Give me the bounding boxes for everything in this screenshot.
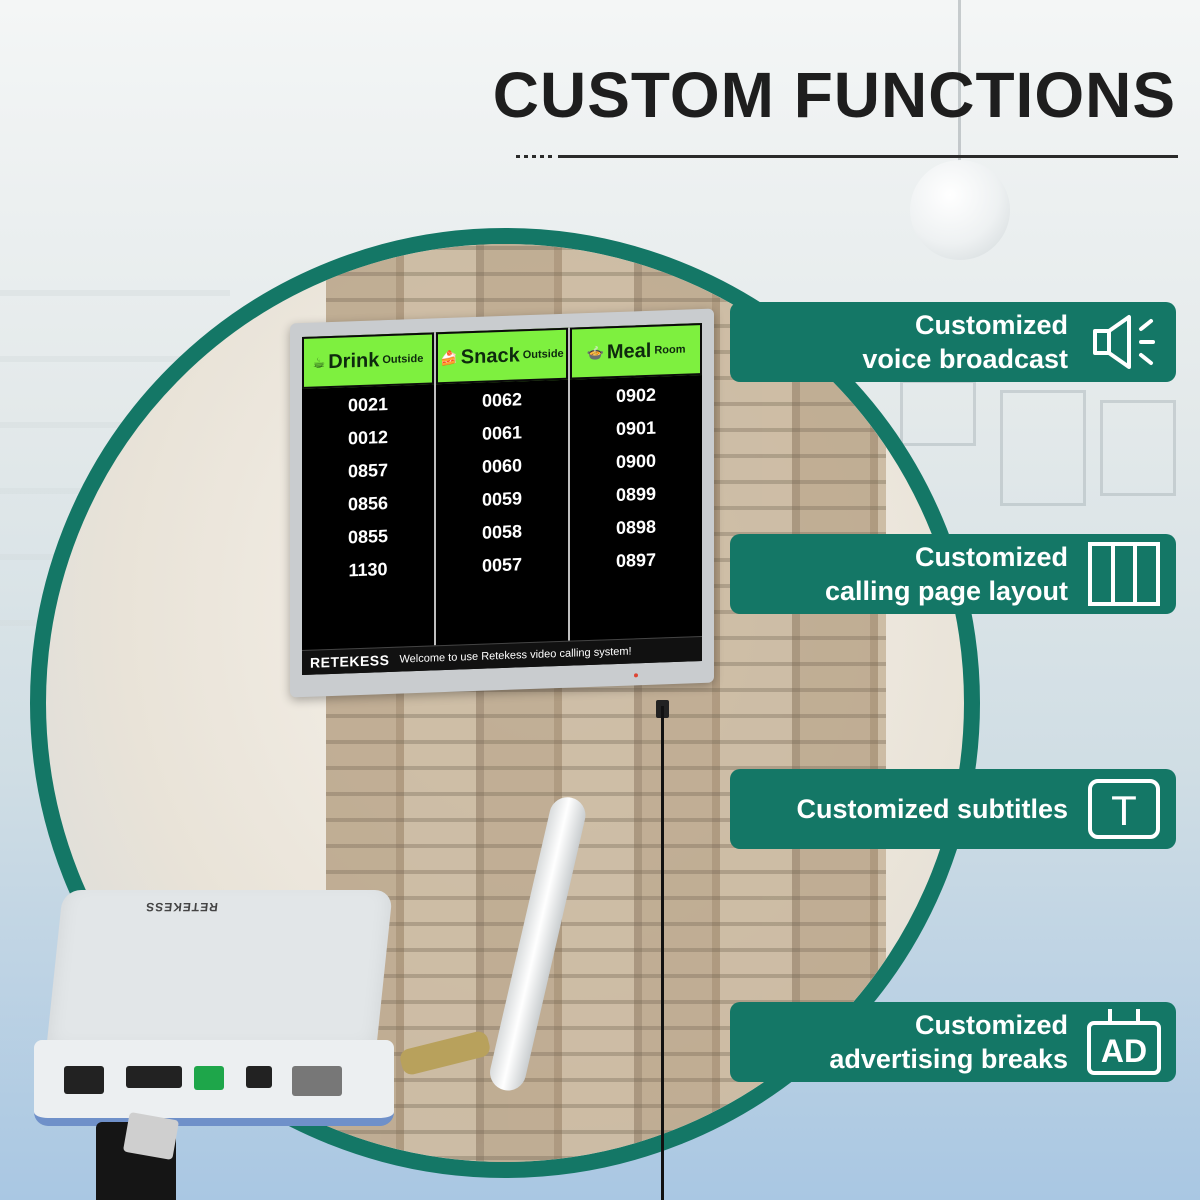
tv-power-led bbox=[634, 673, 638, 678]
tv-number: 0059 bbox=[481, 488, 523, 510]
tv-number: 0021 bbox=[347, 393, 389, 416]
tv-column-drink: ☕ Drink Outside 0021 0012 0857 0856 0855… bbox=[302, 332, 436, 650]
ad-icon: AD bbox=[1086, 1009, 1162, 1075]
feature-label: Customized calling page layout bbox=[825, 540, 1068, 608]
tv-column-header: 🍰 Snack Outside bbox=[436, 327, 568, 385]
audio-port bbox=[246, 1066, 272, 1088]
ethernet-port bbox=[292, 1066, 342, 1096]
feature-subtitles: Customized subtitles T bbox=[730, 769, 1176, 849]
tv-column-suffix: Outside bbox=[522, 347, 564, 362]
tv-number-list: 0021 0012 0857 0856 0855 1130 bbox=[348, 386, 388, 582]
tv-number: 1130 bbox=[348, 558, 388, 581]
tv-number: 0061 bbox=[481, 422, 523, 444]
tv-number: 0899 bbox=[615, 483, 657, 506]
power-cable bbox=[661, 706, 664, 1200]
tv-number-list: 0062 0061 0060 0059 0058 0057 bbox=[482, 381, 522, 577]
feature-label-line: calling page layout bbox=[824, 576, 1068, 606]
receiver-box: RETEKESS bbox=[34, 890, 394, 1130]
tv-number: 0900 bbox=[615, 450, 657, 473]
tv-logo: RETEKESS bbox=[310, 651, 390, 671]
title-underline bbox=[516, 155, 1178, 158]
speaker-icon bbox=[1086, 309, 1162, 375]
hdmi-port bbox=[126, 1066, 182, 1088]
feature-label-line: advertising breaks bbox=[829, 1044, 1068, 1074]
tv-screen: ☕ Drink Outside 0021 0012 0857 0856 0855… bbox=[302, 323, 702, 675]
background-picture-frame bbox=[1100, 400, 1176, 496]
page-title: CUSTOM FUNCTIONS bbox=[492, 59, 1176, 131]
tv-number-list: 0902 0901 0900 0899 0898 0897 bbox=[616, 377, 656, 573]
feature-label: Customized subtitles bbox=[796, 792, 1068, 826]
tv-marquee-text: Welcome to use Retekess video calling sy… bbox=[399, 645, 632, 666]
tv-number: 0012 bbox=[347, 426, 389, 449]
tv-column-snack: 🍰 Snack Outside 0062 0061 0060 0059 0058… bbox=[436, 327, 570, 646]
tv-number: 0902 bbox=[615, 384, 657, 407]
feature-list: Customized voice broadcast Customized ca… bbox=[730, 302, 1176, 1082]
cup-icon: ☕ bbox=[312, 353, 326, 371]
tv-column-name: Drink bbox=[328, 348, 380, 373]
title-underline-dots bbox=[516, 155, 552, 158]
feature-label-line: voice broadcast bbox=[862, 344, 1068, 374]
feature-advertising-breaks: Customized advertising breaks AD bbox=[730, 1002, 1176, 1082]
tv-number: 0060 bbox=[481, 455, 523, 477]
tv-column-suffix: Room bbox=[654, 343, 686, 357]
dc-power-port bbox=[64, 1066, 104, 1094]
feature-voice-broadcast: Customized voice broadcast bbox=[730, 302, 1176, 382]
text-t-icon: T bbox=[1086, 776, 1162, 842]
ad-icon-text: AD bbox=[1101, 1033, 1147, 1069]
feature-label-line: Customized bbox=[914, 310, 1068, 340]
feature-label: Customized voice broadcast bbox=[862, 308, 1068, 376]
feature-calling-page-layout: Customized calling page layout bbox=[730, 534, 1176, 614]
hdmi-connector bbox=[122, 1111, 180, 1161]
tv-column-header: ☕ Drink Outside bbox=[302, 332, 434, 389]
tv-number: 0057 bbox=[481, 554, 523, 576]
receiver-box-top: RETEKESS bbox=[45, 890, 393, 1060]
lamp-cord bbox=[958, 0, 961, 165]
tv-number: 0062 bbox=[481, 389, 523, 411]
layout-columns-icon bbox=[1086, 541, 1162, 607]
receiver-brand-label: RETEKESS bbox=[144, 900, 219, 914]
tv-number: 0857 bbox=[347, 459, 389, 482]
tv-number: 0856 bbox=[347, 492, 389, 515]
feature-label-line: Customized bbox=[914, 1010, 1068, 1040]
tv-number: 0901 bbox=[615, 417, 657, 440]
tv-number: 0898 bbox=[615, 516, 657, 539]
terminal-port bbox=[194, 1066, 224, 1090]
pendant-lamp bbox=[910, 160, 1010, 260]
tv-number: 0058 bbox=[481, 521, 523, 543]
subtitle-icon-letter: T bbox=[1111, 787, 1137, 834]
receiver-box-front bbox=[34, 1040, 394, 1126]
tv-column-header: 🍲 Meal Room bbox=[570, 323, 702, 380]
tv-column-meal: 🍲 Meal Room 0902 0901 0900 0899 0898 089… bbox=[570, 323, 702, 641]
feature-label-line: Customized bbox=[914, 542, 1068, 572]
tv-columns: ☕ Drink Outside 0021 0012 0857 0856 0855… bbox=[302, 323, 702, 650]
feature-label-line: Customized subtitles bbox=[796, 794, 1068, 824]
background-picture-frame bbox=[1000, 390, 1086, 506]
title-underline-line bbox=[558, 155, 1178, 158]
tv-number: 0855 bbox=[347, 525, 389, 548]
tv-number: 0897 bbox=[615, 549, 657, 572]
tv-column-name: Meal bbox=[606, 339, 652, 363]
tv-column-suffix: Outside bbox=[382, 352, 424, 367]
calling-display-tv: ☕ Drink Outside 0021 0012 0857 0856 0855… bbox=[290, 308, 714, 698]
meal-icon: 🍲 bbox=[586, 343, 604, 361]
feature-label: Customized advertising breaks bbox=[829, 1008, 1068, 1076]
snack-icon: 🍰 bbox=[440, 349, 458, 366]
tv-column-name: Snack bbox=[460, 343, 520, 368]
